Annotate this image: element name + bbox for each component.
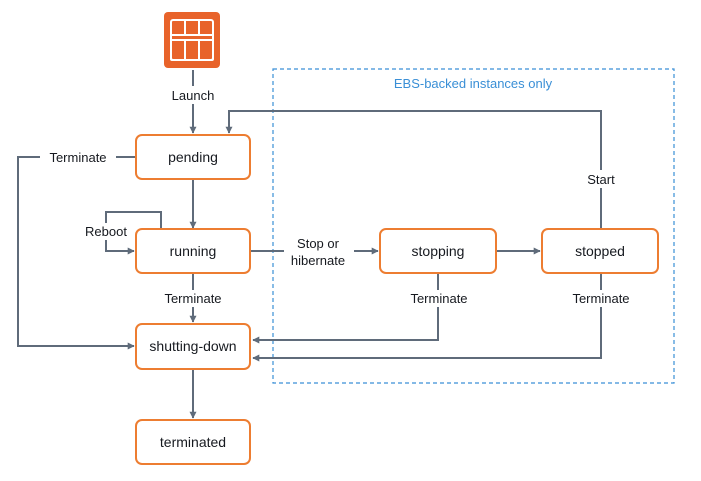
edge-label-terminate-stopping: Terminate (410, 291, 467, 306)
ebs-region-box (272, 68, 675, 384)
state-running: running (135, 228, 251, 274)
edge-label-terminate-running: Terminate (164, 291, 221, 306)
state-shutting-down-label: shutting-down (149, 338, 236, 354)
state-running-label: running (170, 243, 217, 259)
ebs-region-label: EBS-backed instances only (394, 76, 553, 91)
state-stopped: stopped (541, 228, 659, 274)
edge-stopped-shutting-down (252, 274, 602, 362)
state-shutting-down: shutting-down (135, 323, 251, 370)
edge-stopped-pending (225, 110, 602, 228)
ec2-instance-icon (164, 12, 220, 68)
state-stopping: stopping (379, 228, 497, 274)
edge-label-start: Start (587, 172, 615, 187)
edge-label-terminate-pending: Terminate (49, 150, 106, 165)
state-stopping-label: stopping (412, 243, 465, 259)
state-terminated-label: terminated (160, 434, 226, 450)
state-stopped-label: stopped (575, 243, 625, 259)
state-pending-label: pending (168, 149, 218, 165)
edge-reboot (105, 211, 162, 255)
state-pending: pending (135, 134, 251, 180)
edge-label-reboot: Reboot (85, 224, 127, 239)
edge-label-stop-line1: Stop or (297, 236, 340, 251)
edge-label-launch: Launch (172, 88, 215, 103)
edge-label-terminate-stopped: Terminate (572, 291, 629, 306)
edge-label-stop-line2: hibernate (291, 253, 345, 268)
state-terminated: terminated (135, 419, 251, 465)
